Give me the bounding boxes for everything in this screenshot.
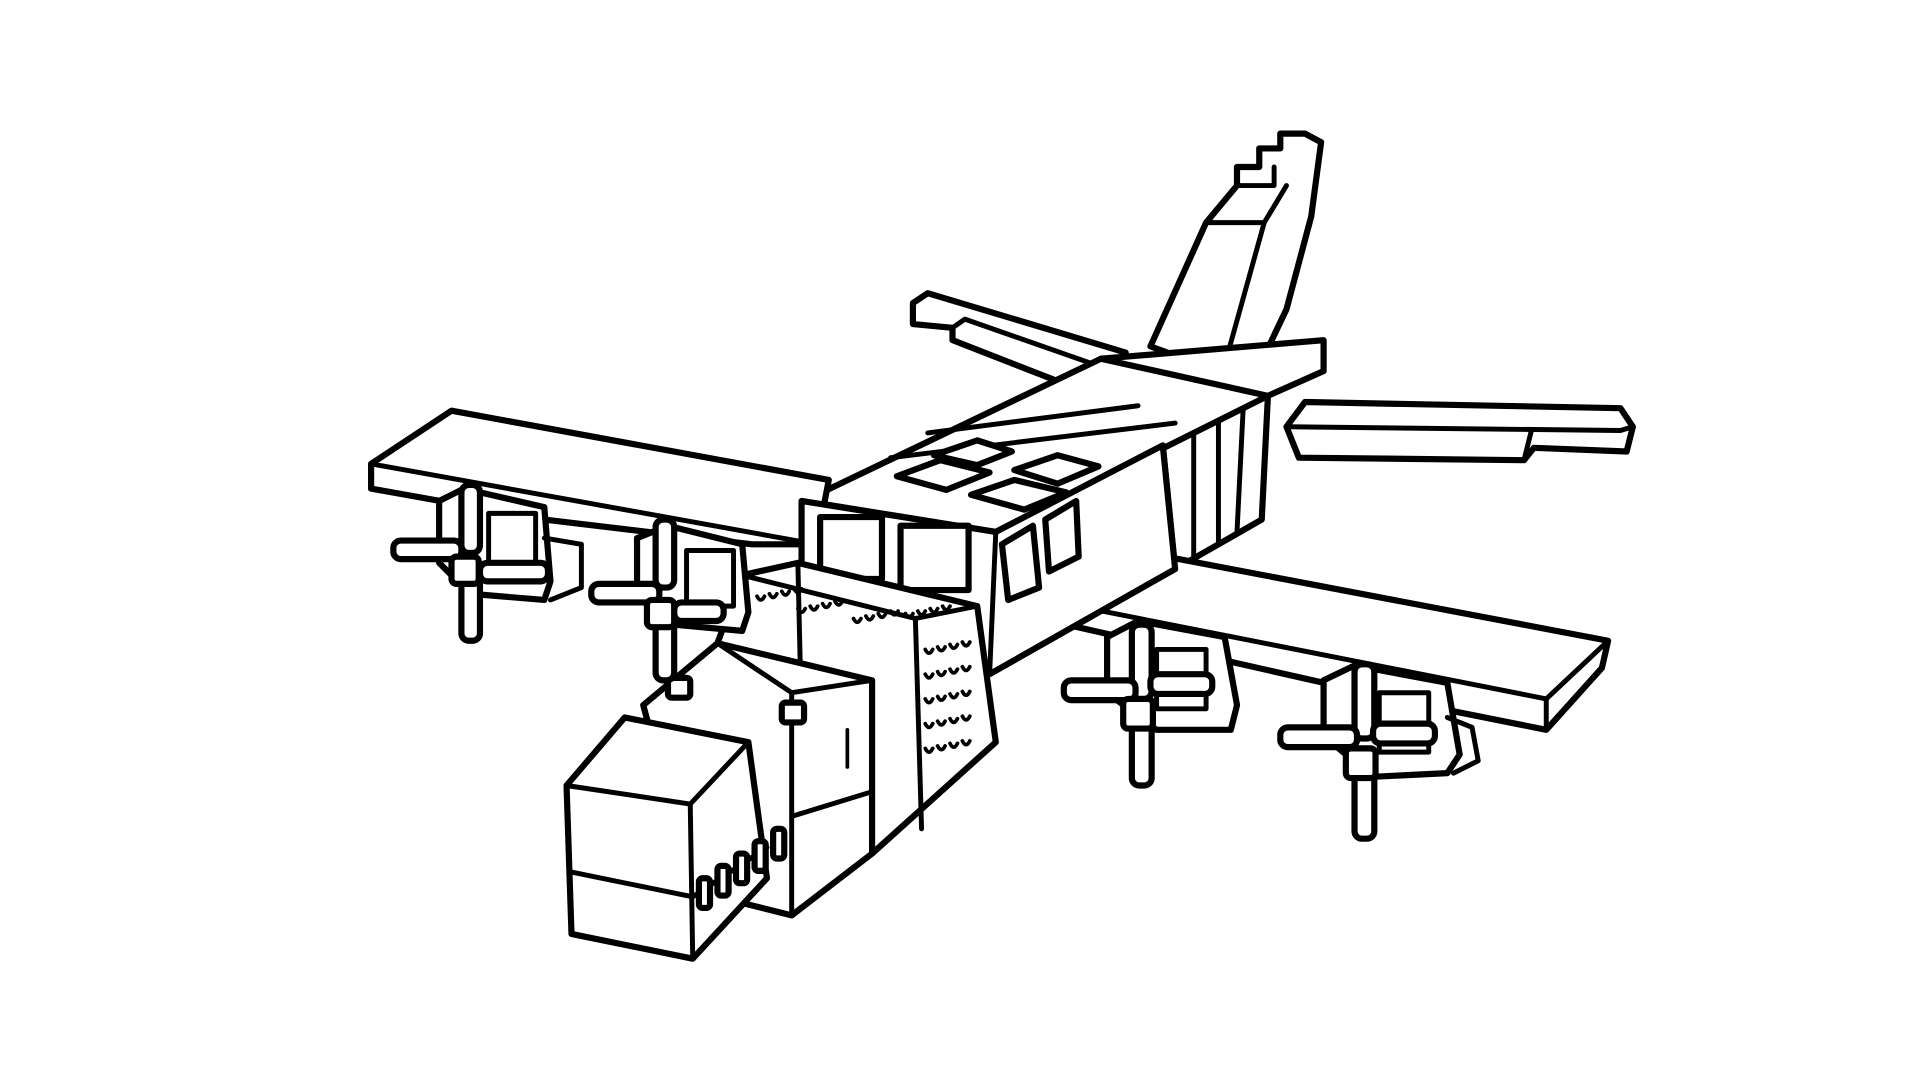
engine-1 (390, 481, 584, 644)
cockpit-window (897, 522, 972, 594)
left-wing (368, 407, 832, 548)
airplane-drawing (368, 130, 1636, 962)
engine-2 (588, 516, 752, 684)
engine-3 (1060, 617, 1241, 789)
tail-fin (1147, 130, 1325, 375)
right-horizontal-stabilizer (1283, 398, 1636, 464)
rivet-texture (755, 586, 972, 754)
cockpit-window (998, 522, 1043, 604)
propeller (390, 481, 552, 644)
engine-4 (1277, 661, 1481, 842)
propeller (1277, 661, 1439, 842)
propeller (1060, 621, 1216, 789)
nose (563, 640, 876, 962)
nose-grille (695, 825, 788, 912)
nose-light (778, 699, 808, 726)
propeller (588, 516, 727, 684)
nose-light (664, 674, 694, 701)
cockpit-window (1042, 497, 1082, 575)
